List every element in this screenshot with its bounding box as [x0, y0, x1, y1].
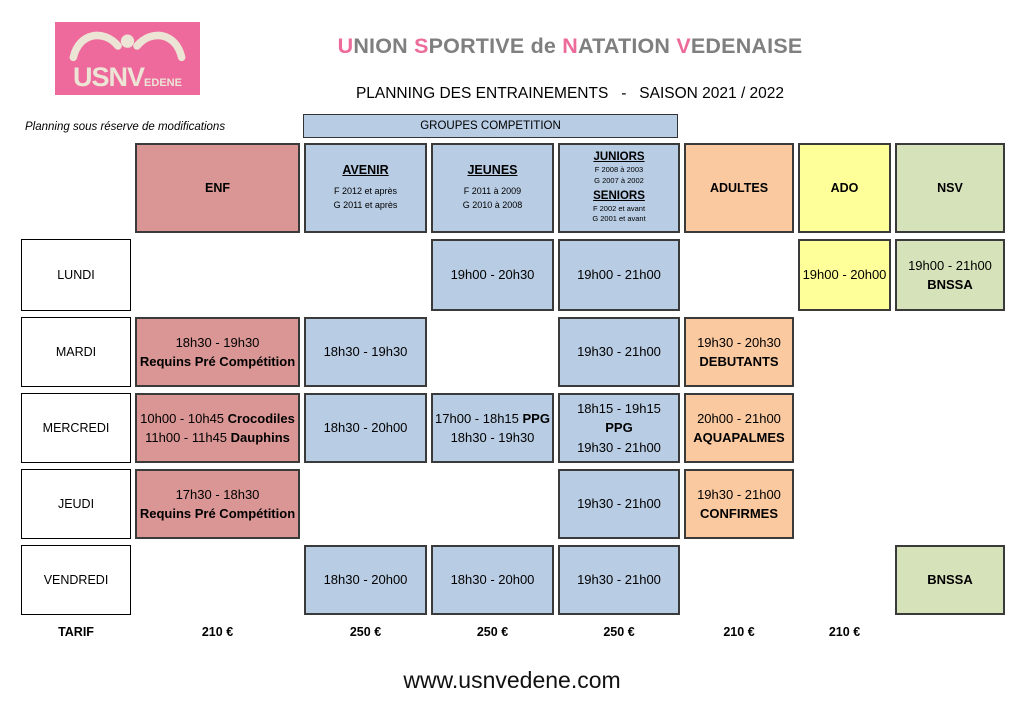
session-lundi-juniors-seniors: 19h00 - 21h00 — [558, 239, 680, 311]
column-header-adultes: ADULTES — [684, 143, 794, 233]
session-mercredi-avenir: 18h30 - 20h00 — [304, 393, 427, 463]
title-word-union: UNION — [337, 34, 408, 58]
session-vendredi-avenir: 18h30 - 20h00 — [304, 545, 427, 615]
session-mardi-avenir: 18h30 - 19h30 — [304, 317, 427, 387]
column-header-ado: ADO — [798, 143, 891, 233]
column-label: NSV — [937, 181, 963, 195]
swimmer-icon — [69, 31, 186, 62]
column-label-secondary: SENIORS — [593, 189, 645, 202]
grid-corner — [21, 143, 131, 233]
groups-competition-banner: GROUPES COMPETITION — [303, 114, 678, 138]
column-label: JUNIORS — [593, 150, 645, 163]
empty-slot — [304, 239, 427, 311]
day-label-mercredi: MERCREDI — [21, 393, 131, 463]
tarif-nsv — [895, 621, 1005, 643]
website-url: www.usnvedene.com — [403, 667, 621, 693]
session-mardi-juniors-seniors: 19h30 - 21h00 — [558, 317, 680, 387]
session-lundi-jeunes: 19h00 - 20h30 — [431, 239, 554, 311]
session-jeudi-juniors-seniors: 19h30 - 21h00 — [558, 469, 680, 539]
tarif-jeunes: 250 € — [476, 625, 509, 639]
title-word-natation: NATATION — [562, 34, 671, 58]
page-title: UNION SPORTIVE de NATATION VEDENAISE — [310, 34, 830, 59]
empty-slot — [684, 239, 794, 311]
session-vendredi-nsv: BNSSA — [895, 545, 1005, 615]
tarif-ado: 210 € — [828, 625, 861, 639]
tarif-label: TARIF — [58, 625, 94, 639]
column-label: ADULTES — [709, 181, 769, 195]
empty-slot — [895, 469, 1005, 539]
logo-text: USNVEDENE — [55, 64, 200, 91]
modification-note: Planning sous réserve de modifications — [25, 121, 226, 133]
empty-slot — [135, 239, 300, 311]
empty-slot — [135, 545, 300, 615]
title-word-de: de — [530, 34, 557, 58]
logo-sub-text: EDENE — [144, 77, 182, 89]
column-label: JEUNES — [467, 163, 518, 178]
empty-slot — [684, 545, 794, 615]
empty-slot — [431, 317, 554, 387]
empty-slot — [431, 469, 554, 539]
empty-slot — [798, 393, 891, 463]
day-label-lundi: LUNDI — [21, 239, 131, 311]
column-label: ENF — [205, 181, 230, 195]
tarif-enf: 210 € — [201, 625, 234, 639]
empty-slot — [798, 545, 891, 615]
session-lundi-ado: 19h00 - 20h00 — [798, 239, 891, 311]
empty-slot — [304, 469, 427, 539]
session-vendredi-jeunes: 18h30 - 20h00 — [431, 545, 554, 615]
tarif-juniors-seniors: 250 € — [603, 625, 635, 639]
page-subtitle: PLANNING DES ENTRAINEMENTS - SAISON 2021… — [355, 85, 785, 102]
column-header-enf: ENF — [135, 143, 300, 233]
column-header-nsv: NSV — [895, 143, 1005, 233]
column-label: AVENIR — [342, 163, 389, 178]
empty-slot — [895, 317, 1005, 387]
day-label-jeudi: JEUDI — [21, 469, 131, 539]
title-word-vedenaise: VEDENAISE — [676, 34, 803, 58]
column-label: ADO — [830, 181, 859, 195]
empty-slot — [895, 393, 1005, 463]
day-label-vendredi: VENDREDI — [21, 545, 131, 615]
title-word-sportive: SPORTIVE — [414, 34, 525, 58]
session-vendredi-juniors-seniors: 19h30 - 21h00 — [558, 545, 680, 615]
empty-slot — [798, 317, 891, 387]
tarif-adultes: 210 € — [723, 625, 755, 639]
tarif-avenir: 250 € — [349, 625, 382, 639]
day-label-mardi: MARDI — [21, 317, 131, 387]
empty-slot — [798, 469, 891, 539]
logo-main-text: USNV — [73, 62, 145, 92]
club-logo: USNVEDENE — [55, 22, 200, 95]
